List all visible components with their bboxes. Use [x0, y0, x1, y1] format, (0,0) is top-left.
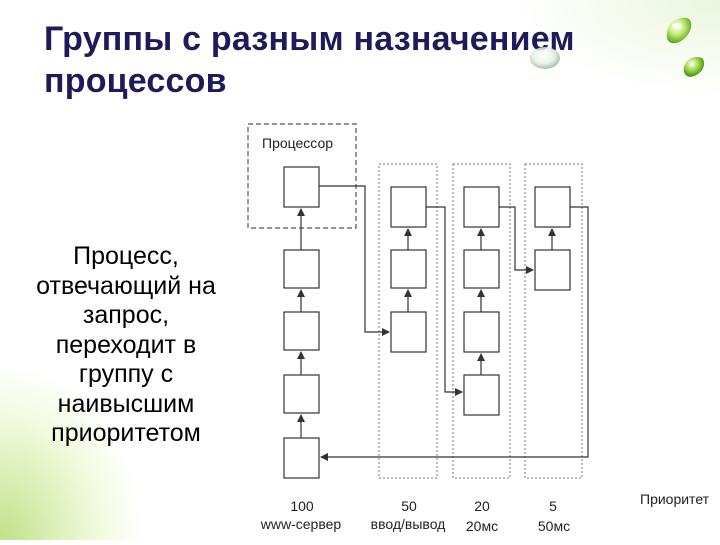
- group-container-io: [378, 163, 438, 479]
- process-box: [283, 166, 320, 208]
- process-box: [390, 249, 427, 289]
- side-text-line: наивысшим: [57, 389, 195, 418]
- processor-label: Процессор: [262, 135, 333, 151]
- process-box: [534, 186, 571, 228]
- diagram-svg: Процессор: [247, 123, 710, 534]
- priority-label: Приоритет: [640, 491, 710, 507]
- group-priority: 20: [474, 498, 490, 514]
- group-name: 50мс: [538, 518, 570, 534]
- side-text-line: Процесс,: [73, 242, 179, 270]
- process-box: [283, 311, 320, 351]
- group-name: 20мс: [466, 518, 498, 534]
- side-text-line: запрос,: [82, 301, 170, 329]
- side-explanation: Процесс, отвечающий на запрос, переходит…: [6, 242, 246, 449]
- group-container-20ms: [452, 163, 511, 479]
- process-groups-diagram: Процессор: [245, 122, 720, 540]
- process-box: [463, 311, 500, 353]
- processor-region: [247, 123, 357, 229]
- group-priority: 50: [401, 498, 417, 514]
- title-line-2: процессов: [44, 62, 227, 100]
- side-text-line: отвечающий на: [36, 271, 216, 300]
- title-line-1: Группы с разным назначением: [44, 20, 575, 58]
- side-text-line: приоритетом: [51, 419, 201, 447]
- group-priority: 100: [290, 498, 314, 514]
- process-box: [390, 186, 427, 228]
- water-drop-icon: [530, 47, 560, 69]
- queue-arrows: [297, 185, 589, 461]
- process-box: [463, 374, 500, 416]
- group-name: www-сервер: [260, 516, 342, 532]
- water-drop-icon: [683, 56, 705, 77]
- process-box: [283, 374, 320, 414]
- process-box: [463, 186, 500, 228]
- process-box: [534, 249, 571, 291]
- process-box: [463, 249, 500, 289]
- page-title: Группы с разным назначением процессов: [44, 18, 684, 102]
- side-text-line: переходит в: [55, 330, 197, 359]
- process-box: [283, 437, 320, 479]
- group-container-50ms: [524, 163, 583, 479]
- process-box: [390, 311, 427, 353]
- group-name: ввод/вывод: [371, 516, 446, 532]
- group-priority: 5: [549, 498, 557, 514]
- water-drop-icon: [666, 17, 692, 44]
- process-box: [283, 249, 320, 289]
- side-text-line: группу с: [78, 360, 174, 388]
